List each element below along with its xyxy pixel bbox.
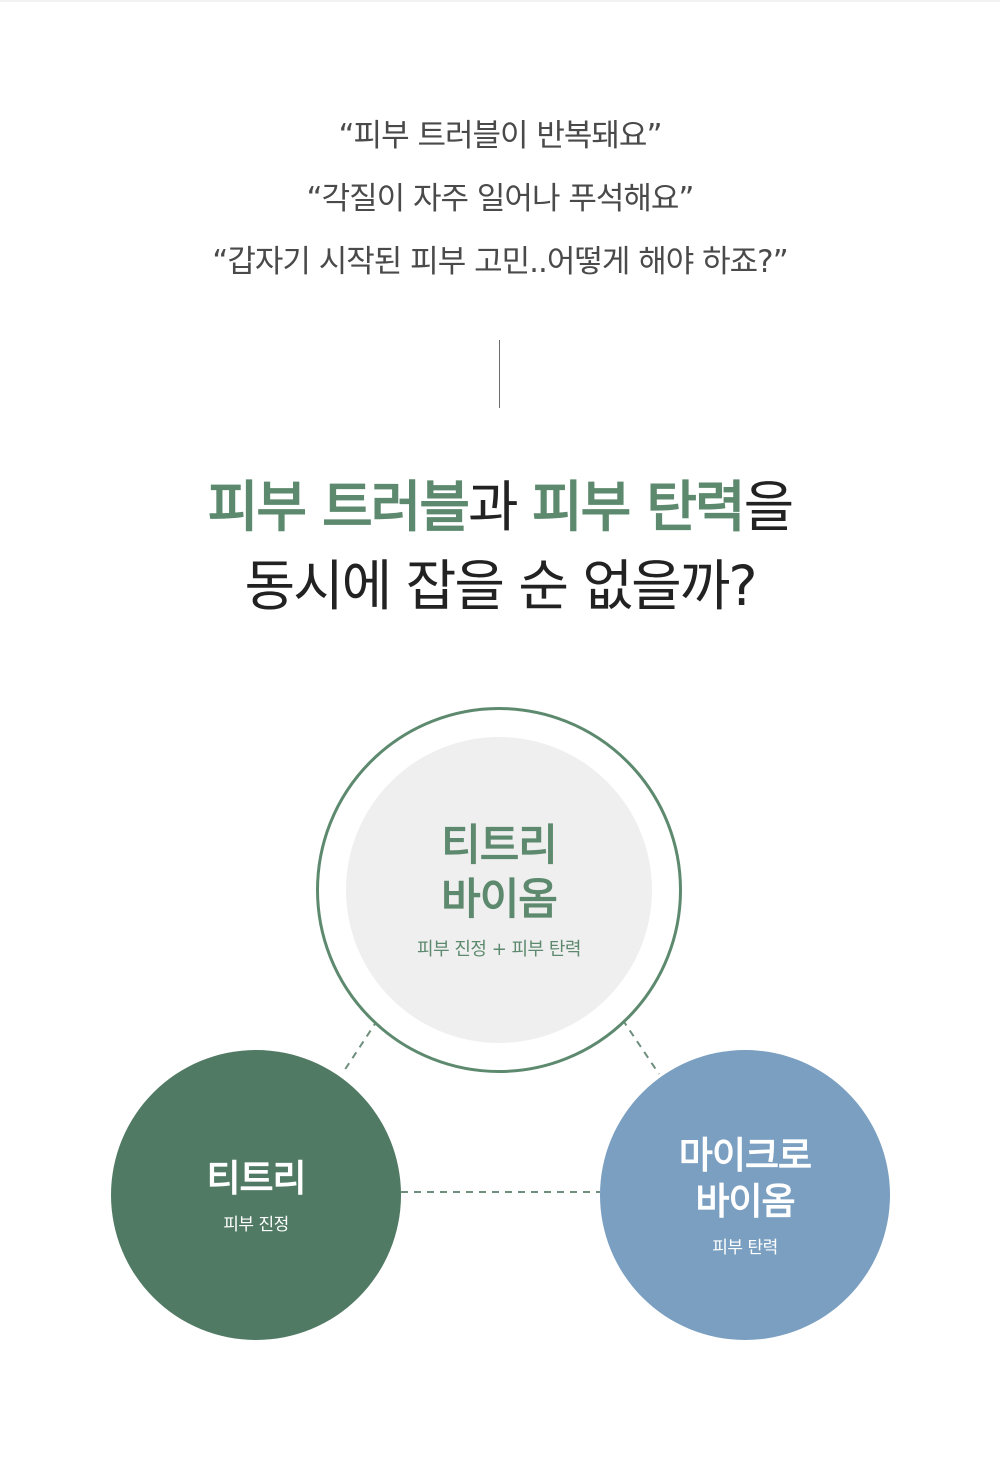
right-subtitle: 피부 탄력 [712,1237,778,1258]
top-rule [0,0,1000,2]
left-circle-tea-tree: 티트리 피부 진정 [111,1050,401,1340]
right-title-line-2: 바이옴 [695,1179,795,1223]
center-title-line-2: 바이옴 [441,875,558,925]
center-title-line-1: 티트리 [441,821,558,871]
headline-text-2: 을 [743,475,795,539]
right-circle-microbiome: 마이크로 바이옴 피부 탄력 [600,1050,890,1340]
center-subtitle: 피부 진정 + 피부 탄력 [417,939,581,960]
vertical-divider [499,340,500,408]
headline-text-1: 과 [467,475,533,539]
headline-line-1: 피부 트러블과 피부 탄력을 [0,472,1000,542]
headline-accent-2: 피부 탄력 [532,475,746,539]
quote-2: “각질이 자주 일어나 푸석해요” [306,181,695,217]
quote-1: “피부 트러블이 반복돼요” [338,118,662,154]
left-title: 티트리 [206,1156,306,1200]
headline-line-2: 동시에 잡을 순 없을까? [244,554,757,618]
right-title-line-1: 마이크로 [678,1133,812,1177]
center-circle-tea-tree-biome: 티트리 바이옴 피부 진정 + 피부 탄력 [346,737,652,1043]
quote-3: “갑자기 시작된 피부 고민..어떻게 해야 하죠?” [212,244,788,280]
left-subtitle: 피부 진정 [223,1214,289,1235]
headline-accent-1: 피부 트러블 [207,475,470,539]
